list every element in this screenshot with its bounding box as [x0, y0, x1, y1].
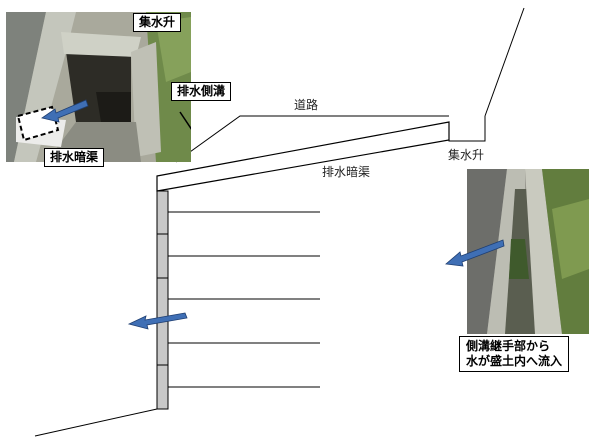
side-ditch-photo-image: [467, 169, 589, 334]
flow-arrow-icon: [41, 99, 89, 123]
catch-basin-photo-image: [6, 12, 191, 162]
inflow-caption-line1: 側溝継手部から: [466, 339, 551, 353]
label-culvert: 排水暗渠: [322, 165, 371, 179]
label-road: 道路: [294, 98, 319, 112]
catch-basin-photo: [6, 12, 191, 162]
retaining-wall: [156, 190, 169, 410]
label-side-ditch: 排水側溝: [171, 82, 232, 101]
inflow-caption: 側溝継手部から 水が盛土内へ流入: [459, 336, 570, 372]
slope-upper-line: [484, 7, 525, 117]
culvert-outlet-icon: [16, 99, 191, 142]
road-surface-line: [175, 115, 449, 163]
flow-arrow-icon: [445, 239, 505, 267]
ground-line: [34, 408, 158, 437]
label-culvert-photo: 排水暗渠: [44, 148, 105, 167]
label-catch-basin-photo: 集水升: [133, 13, 182, 32]
label-catch-basin: 集水升: [448, 148, 485, 162]
culvert-slab: [156, 121, 450, 192]
side-ditch-photo: [467, 169, 589, 334]
inflow-caption-line2: 水が盛土内へ流入: [466, 354, 563, 368]
flow-arrow-icon: [127, 312, 188, 330]
pointer-line: [179, 111, 191, 130]
